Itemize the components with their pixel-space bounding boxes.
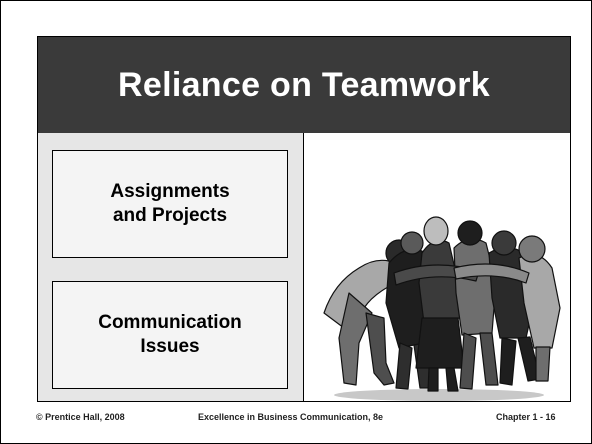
topics-column: Assignments and Projects Communication I…: [38, 133, 304, 401]
footer-book-title: Excellence in Business Communication, 8e: [198, 412, 384, 422]
topic-box-communication: Communication Issues: [52, 281, 288, 389]
topic-label-assignments: Assignments and Projects: [110, 181, 230, 226]
image-column: [304, 133, 570, 401]
topic-box-assignments: Assignments and Projects: [52, 150, 288, 258]
slide-panel: Reliance on Teamwork Assignments and Pro…: [37, 36, 571, 402]
footer-copyright: © Prentice Hall, 2008: [36, 412, 125, 422]
title-bar: Reliance on Teamwork: [38, 37, 570, 133]
slide-title: Reliance on Teamwork: [118, 65, 490, 104]
slide-footer: © Prentice Hall, 2008 Excellence in Busi…: [0, 408, 592, 428]
topic-label-communication: Communication Issues: [98, 312, 242, 357]
team-huddle-icon: [323, 216, 561, 401]
footer-chapter: Chapter 1 - 16: [496, 412, 556, 422]
